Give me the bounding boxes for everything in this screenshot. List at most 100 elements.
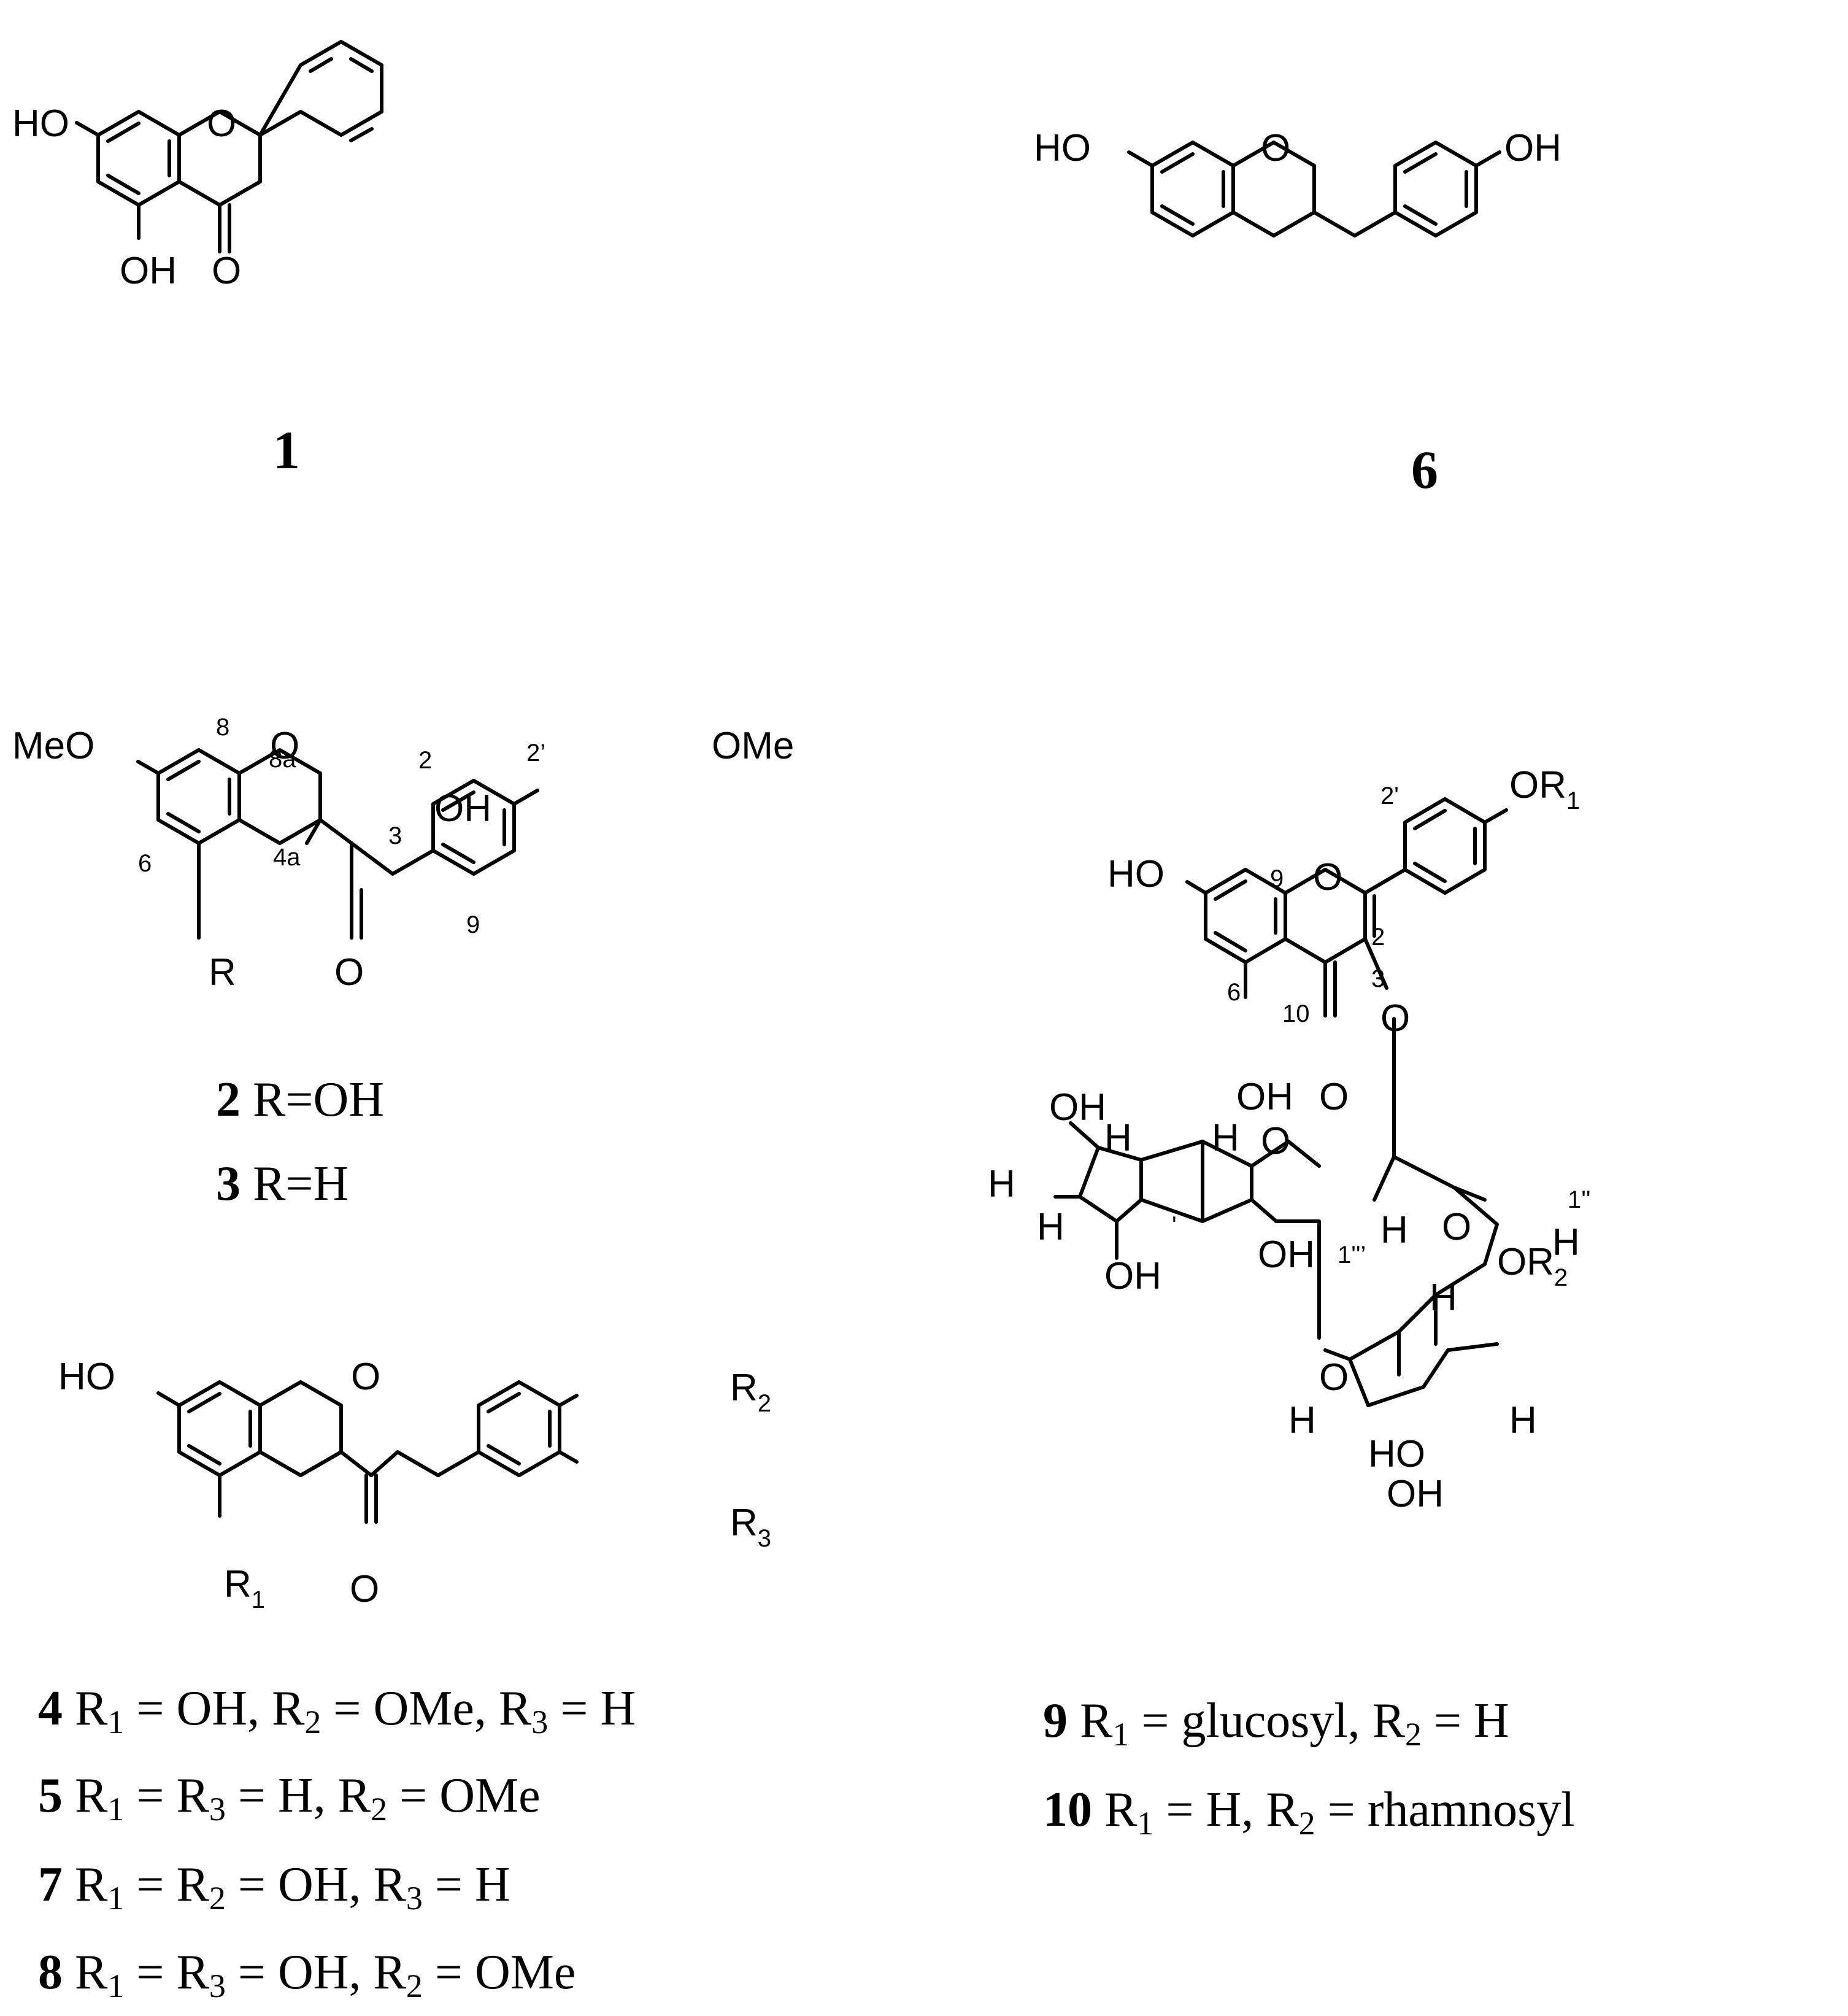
caption-subscript: 2	[1405, 1716, 1422, 1753]
hydrogen-label: H	[988, 1163, 1015, 1205]
compound-id: 7	[38, 1858, 63, 1912]
atom-number: 10	[1282, 1000, 1310, 1027]
caption-text: R	[1068, 1694, 1113, 1748]
caption-subscript: 3	[209, 1791, 226, 1828]
hydrogen-label: H	[1552, 1221, 1580, 1264]
caption-text: R	[63, 1769, 108, 1823]
r-subscript: 1	[252, 1586, 265, 1613]
hydrogen-label: H	[1380, 1209, 1408, 1251]
r-subscript: 3	[758, 1525, 771, 1552]
r-substituent-label: R	[209, 951, 236, 994]
caption-subscript: 1	[107, 1704, 124, 1740]
caption-line: 5 R1 = R3 = H, R2 = OMe	[38, 1769, 541, 1828]
hydrogen-label: H	[1288, 1399, 1316, 1442]
ring-oxygen-label: O	[1442, 1206, 1471, 1248]
atom-number: '	[1172, 1212, 1177, 1239]
caption-text: = OMe	[387, 1769, 541, 1823]
r2-label: R2	[730, 1367, 771, 1417]
carbonyl-oxygen-label: O	[350, 1568, 379, 1610]
caption-text: = R	[124, 1769, 209, 1823]
hydroxy-label: OH	[1387, 1473, 1444, 1515]
ring-oxygen-label: O	[1313, 856, 1342, 898]
caption-text: = R	[124, 1858, 209, 1912]
compound-id: 3	[216, 1157, 241, 1211]
hydrogen-label: H	[1037, 1206, 1065, 1248]
hydroxy-label: OH	[120, 250, 177, 292]
caption-text: = H	[548, 1682, 636, 1736]
ring-oxygen-label: O	[1261, 1120, 1290, 1162]
compound-id: 5	[38, 1769, 63, 1823]
caption-subscript: 2	[371, 1791, 387, 1828]
caption-text: R	[1092, 1783, 1138, 1837]
caption-text: R=H	[241, 1157, 348, 1211]
hydroxy-label: OH	[1049, 1086, 1106, 1129]
ring-oxygen-label: O	[351, 1356, 380, 1398]
hydroxy-label: OH	[1104, 1255, 1161, 1297]
caption-subscript: 1	[1112, 1716, 1129, 1753]
atom-number: 1''’	[1338, 1242, 1366, 1269]
hydrogen-label: H	[1104, 1117, 1132, 1159]
atom-number: 3	[1371, 965, 1385, 992]
caption-line: 4 R1 = OH, R2 = OMe, R3 = H	[38, 1682, 636, 1740]
methoxy-label: OMe	[712, 725, 794, 767]
caption-line: 10 R1 = H, R2 = rhamnosyl	[1043, 1783, 1574, 1842]
atom-number: 8a	[269, 746, 296, 773]
or1-label: OR1	[1509, 764, 1580, 814]
carbonyl-oxygen-label: O	[212, 250, 241, 292]
atom-number: 9	[1270, 865, 1284, 892]
hydroxy-label: OH	[1504, 127, 1561, 169]
compound-id: 2	[216, 1073, 241, 1127]
caption-text: = glucosyl, R	[1129, 1694, 1405, 1748]
caption-subscript: 3	[406, 1880, 423, 1917]
atom-number: 2'	[1380, 782, 1399, 809]
atom-number: 1''	[1568, 1186, 1591, 1213]
caption-text: = OMe	[423, 1945, 576, 1999]
atom-number: 9	[466, 911, 480, 938]
atom-number: 2	[418, 747, 432, 774]
glycosidic-oxygen-label: O	[1380, 997, 1410, 1040]
atom-number: 2’	[526, 740, 545, 767]
compound-2-3-structure: MeO O OH OMe R O 8 8a 2 2’ 3 6 4a 9 2 R=…	[12, 714, 794, 1211]
caption-subscript: 2	[1299, 1805, 1315, 1842]
caption-text: R	[63, 1945, 108, 1999]
atom-number: 6	[1227, 979, 1241, 1006]
hydroxy-label: HO	[1034, 127, 1091, 169]
caption-text: = OH, R	[124, 1682, 305, 1736]
ring-oxygen-label: O	[207, 102, 236, 145]
ring-oxygen-label: O	[1319, 1356, 1349, 1399]
caption-text: = OH, R	[226, 1945, 407, 1999]
compound-id-1: 1	[273, 421, 300, 481]
hydroxy-label: HO	[12, 102, 69, 145]
caption-subscript: 3	[531, 1704, 548, 1740]
or-symbol: OR	[1509, 764, 1566, 806]
or-symbol: OR	[1497, 1241, 1554, 1283]
carbonyl-oxygen-label: O	[334, 951, 364, 994]
compound-1-structure: HO O OH O 1	[12, 40, 383, 481]
hydrogen-label: H	[1430, 1276, 1457, 1319]
hydroxy-label: HO	[58, 1356, 115, 1398]
r-symbol: R	[224, 1563, 252, 1605]
caption-subscript: 1	[107, 1968, 124, 2004]
r-symbol: R	[730, 1502, 758, 1544]
ring-oxygen-label: O	[270, 725, 299, 767]
compound-6-structure: HO O OH 6	[1034, 127, 1561, 500]
caption-text: R	[63, 1682, 108, 1736]
compound-id-6: 6	[1411, 441, 1438, 500]
caption-line: 2 R=OH	[216, 1073, 384, 1127]
caption-text: = R	[124, 1945, 209, 1999]
caption-text: = H, R	[1153, 1783, 1299, 1837]
caption-subscript: 1	[107, 1791, 124, 1828]
or2-label: OR2	[1497, 1241, 1568, 1291]
r3-label: R3	[730, 1502, 771, 1552]
compound-id: 10	[1043, 1783, 1092, 1837]
atom-number: 8	[216, 714, 229, 741]
compound-id: 9	[1043, 1694, 1068, 1748]
caption-subscript: 3	[209, 1968, 226, 2004]
compound-id: 4	[38, 1682, 63, 1736]
caption-line: 3 R=H	[216, 1157, 348, 1211]
hydroxy-label: HO	[1368, 1433, 1425, 1475]
methoxy-label: MeO	[12, 725, 94, 767]
caption-text: R=OH	[241, 1073, 384, 1127]
atom-number: 6	[138, 850, 152, 877]
